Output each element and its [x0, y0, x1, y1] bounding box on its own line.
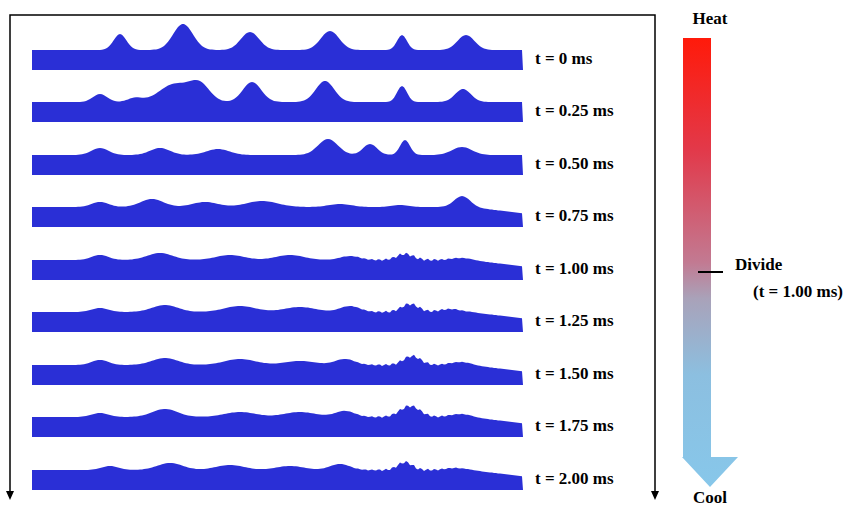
scale-label: (t = 1.00 ms)	[753, 283, 843, 300]
wave-profile	[32, 139, 523, 175]
scale-label: Cool	[693, 489, 727, 506]
time-label: t = 1.50 ms	[535, 365, 614, 382]
scale-label: Heat	[693, 10, 728, 27]
time-label: t = 1.00 ms	[535, 260, 614, 277]
scale-label: Divide	[735, 256, 782, 273]
wave-profile	[32, 303, 523, 332]
time-label: t = 0.75 ms	[535, 207, 614, 224]
time-label: t = 1.75 ms	[535, 417, 614, 434]
time-label: t = 0.50 ms	[535, 155, 614, 172]
time-label: t = 0.25 ms	[535, 102, 614, 119]
frame-arrowheads	[6, 491, 659, 500]
heat-cool-arrow	[682, 38, 738, 487]
wave-profile	[32, 253, 523, 280]
time-label: t = 2.00 ms	[535, 470, 614, 487]
time-label: t = 0 ms	[535, 50, 592, 67]
frame-bracket	[10, 15, 655, 493]
wave-profile	[32, 406, 523, 438]
wave-profile	[32, 461, 523, 490]
wave-profile	[32, 24, 523, 70]
wave-profiles	[32, 24, 523, 490]
divide-tick	[698, 271, 723, 273]
wave-profile	[32, 355, 523, 385]
time-label: t = 1.25 ms	[535, 312, 614, 329]
wave-profile	[32, 196, 523, 227]
wave-profile	[32, 80, 523, 122]
